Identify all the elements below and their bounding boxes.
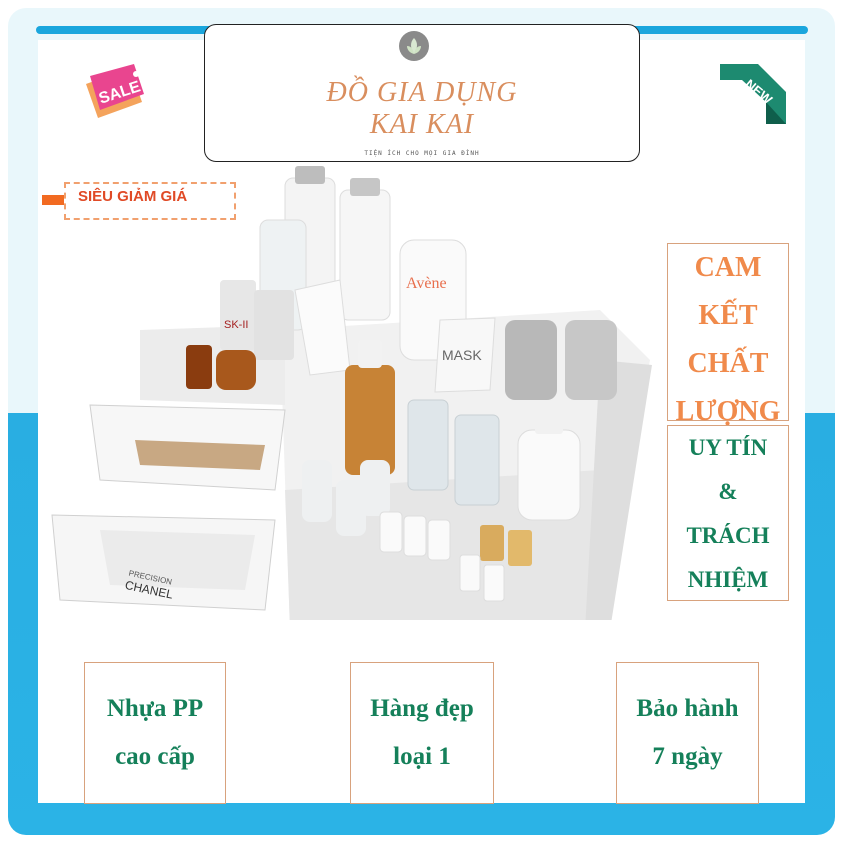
feature-quality-box: Hàng đẹp loại 1 [350, 662, 494, 804]
feature-warranty-box: Bảo hành 7 ngày [616, 662, 759, 804]
commit-line: LƯỢNG [675, 396, 781, 427]
feature-line: Bảo hành [636, 695, 739, 722]
ribbon-dashed-box [64, 182, 236, 220]
feature-line: 7 ngày [652, 743, 723, 770]
cosmetic-organizer-image: PRECISION CHANEL Avène SK-II MASK [51, 166, 652, 620]
new-badge-icon: NEW [720, 64, 786, 124]
trust-responsibility-panel: UY TÍN & TRÁCH NHIỆM [667, 425, 789, 601]
trust-line: NHIỆM [687, 567, 769, 592]
brand-header-box: ĐỒ GIA DỤNG KAI KAI TIỆN ÍCH CHO MỌI GIA… [204, 24, 640, 162]
brand-name-line2: KAI KAI [369, 109, 475, 140]
feature-material-box: Nhựa PP cao cấp [84, 662, 226, 804]
commit-line: CAM [694, 252, 762, 283]
feature-line: cao cấp [115, 743, 195, 770]
feature-line: loại 1 [393, 743, 451, 770]
commit-line: KẾT [698, 300, 758, 331]
quality-commitment-panel: CAM KẾT CHẤT LƯỢNG [667, 243, 789, 427]
avene-label: Avène [406, 275, 447, 292]
feature-line: Nhựa PP [106, 695, 204, 722]
skii-label: SK-II [224, 319, 248, 331]
feature-line: Hàng đẹp [370, 695, 474, 722]
super-sale-text: SIÊU GIẢM GIÁ [78, 188, 188, 205]
leaf-logo-icon [399, 31, 429, 61]
ribbon-accent-bar [42, 195, 72, 205]
brand-name-line1: ĐỒ GIA DỤNG [326, 77, 518, 108]
commit-line: CHẤT [687, 348, 769, 379]
trust-line: TRÁCH [686, 523, 770, 548]
sale-tag-icon: SALE [86, 64, 144, 118]
trust-line: UY TÍN [688, 435, 768, 460]
super-sale-ribbon: SIÊU GIẢM GIÁ [42, 180, 236, 220]
brand-tagline: TIỆN ÍCH CHO MỌI GIA ĐÌNH [364, 150, 480, 157]
trust-line: & [718, 479, 738, 504]
mask-label: MASK [442, 347, 482, 363]
